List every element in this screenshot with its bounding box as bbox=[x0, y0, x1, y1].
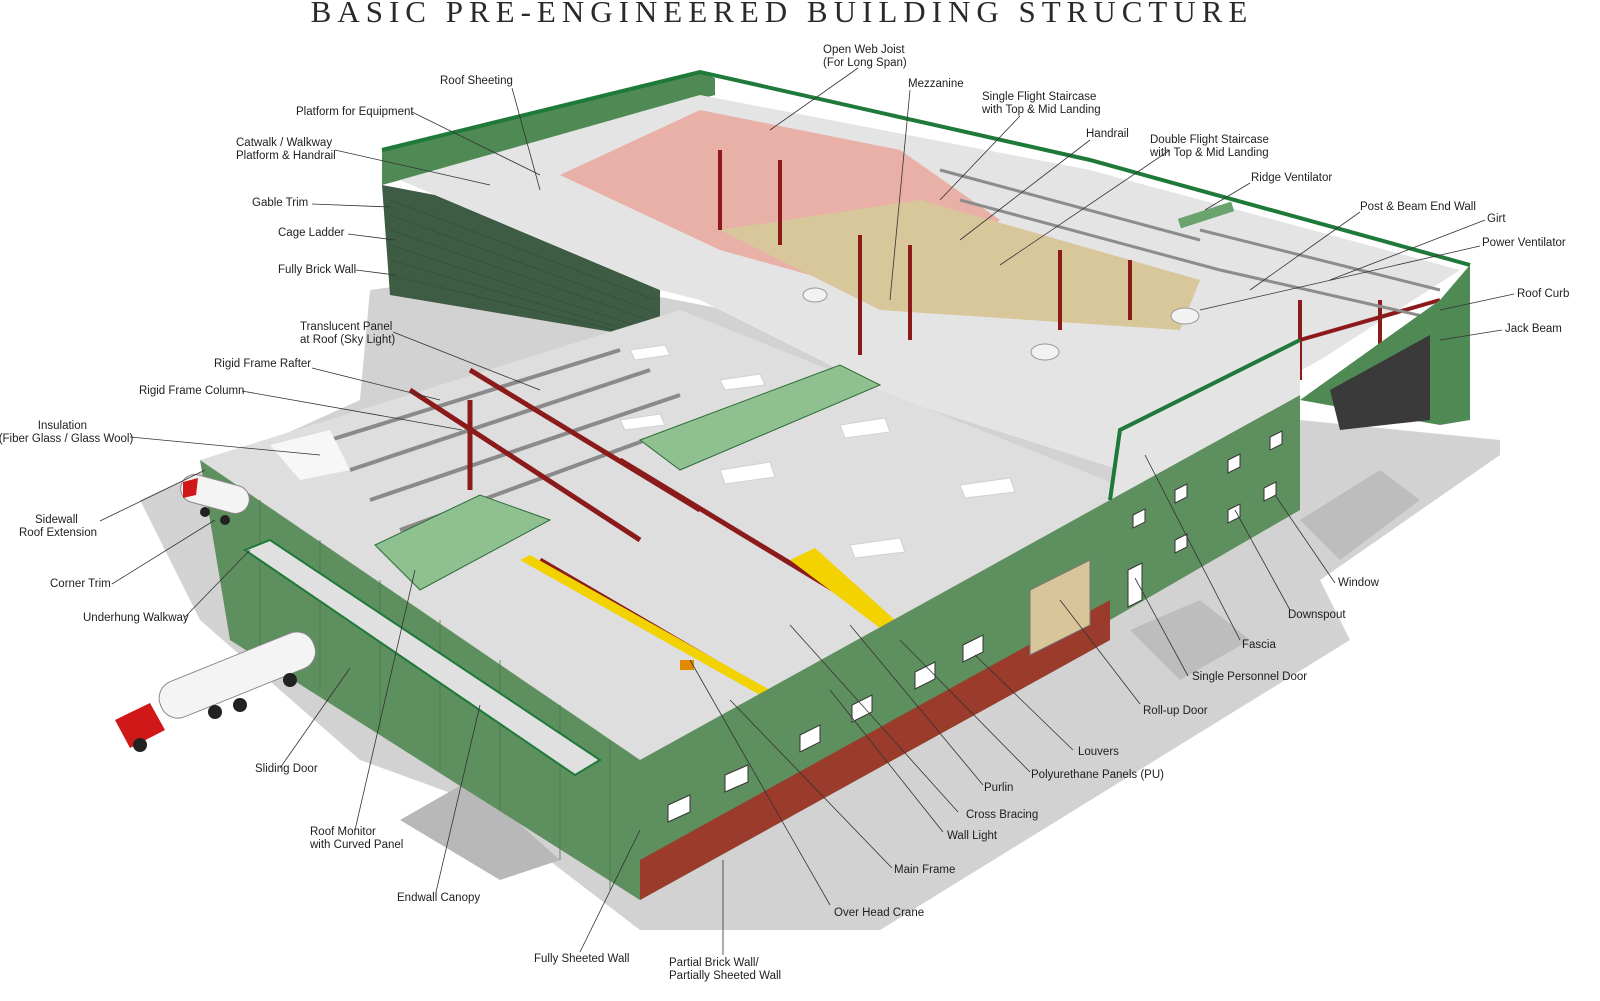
crane-runway-yellow bbox=[790, 548, 895, 628]
insulation-patch bbox=[270, 430, 350, 480]
label-jack-beam: Jack Beam bbox=[1505, 323, 1562, 335]
label-partial-brick-wall: Partial Brick Wall/ Partially Sheeted Wa… bbox=[669, 957, 781, 982]
label-over-head-crane: Over Head Crane bbox=[834, 907, 924, 919]
label-ridge-ventilator: Ridge Ventilator bbox=[1251, 172, 1332, 184]
label-purlin: Purlin bbox=[984, 782, 1013, 794]
mezzanine-deck bbox=[720, 200, 1200, 330]
labels: Open Web Joist (For Long Span) Roof Shee… bbox=[0, 44, 1569, 982]
label-double-flight-staircase: Double Flight Staircase with Top & Mid L… bbox=[1149, 134, 1272, 159]
label-roll-up-door: Roll-up Door bbox=[1143, 705, 1208, 717]
label-girt: Girt bbox=[1487, 213, 1506, 225]
label-open-web-joist: Open Web Joist (For Long Span) bbox=[823, 44, 908, 69]
label-main-frame: Main Frame bbox=[894, 864, 955, 876]
label-translucent-panel: Translucent Panel at Roof (Sky Light) bbox=[300, 321, 395, 346]
label-roof-monitor: Roof Monitor with Curved Panel bbox=[309, 826, 403, 851]
label-roof-sheeting: Roof Sheeting bbox=[440, 75, 513, 87]
brick-wall-texture bbox=[389, 199, 656, 341]
label-handrail: Handrail bbox=[1086, 128, 1129, 140]
overhead-crane-hoist bbox=[680, 660, 694, 670]
power-ventilator-1 bbox=[802, 287, 828, 303]
ramp-front bbox=[1130, 600, 1250, 680]
label-downspout: Downspout bbox=[1288, 609, 1346, 621]
office-windows bbox=[1132, 430, 1283, 554]
power-ventilator-2 bbox=[1170, 307, 1200, 325]
roof-monitor-long bbox=[638, 364, 882, 471]
label-endwall-canopy: Endwall Canopy bbox=[397, 892, 480, 904]
front-endwall-windows bbox=[667, 634, 984, 823]
label-fully-sheeted-wall: Fully Sheeted Wall bbox=[534, 953, 629, 965]
label-catwalk: Catwalk / Walkway Platform & Handrail bbox=[236, 137, 336, 162]
rear-frames bbox=[718, 150, 1441, 380]
label-platform-for-equipment: Platform for Equipment bbox=[296, 106, 414, 118]
label-post-beam-end-wall: Post & Beam End Wall bbox=[1360, 201, 1476, 213]
diagram-title: BASIC PRE-ENGINEERED BUILDING STRUCTURE bbox=[311, 0, 1254, 29]
label-louvers: Louvers bbox=[1078, 746, 1119, 758]
ramp-right bbox=[1300, 470, 1420, 560]
label-roof-curb: Roof Curb bbox=[1517, 288, 1569, 300]
ridge-ventilator-shape bbox=[1177, 201, 1235, 229]
front-building-roof bbox=[200, 310, 1130, 760]
label-sidewall-roof-extension: Sidewall Roof Extension bbox=[19, 514, 97, 539]
right-opening bbox=[1330, 335, 1430, 430]
personnel-door-shape bbox=[1127, 562, 1143, 608]
tanker-truck-front bbox=[115, 631, 316, 752]
label-cross-bracing: Cross Bracing bbox=[966, 809, 1038, 821]
rear-purlins bbox=[939, 168, 1441, 322]
skylights bbox=[619, 344, 1016, 559]
ramp-left bbox=[400, 780, 560, 880]
fully-brick-wall-face bbox=[382, 185, 660, 340]
building-illustration bbox=[115, 69, 1500, 930]
label-mezzanine: Mezzanine bbox=[908, 78, 964, 90]
label-rigid-frame-rafter: Rigid Frame Rafter bbox=[214, 358, 311, 370]
label-rigid-frame-column: Rigid Frame Column bbox=[139, 385, 244, 397]
label-cage-ladder: Cage Ladder bbox=[278, 227, 345, 239]
label-insulation: Insulation (Fiber Glass / Glass Wool) bbox=[0, 420, 133, 445]
label-fascia: Fascia bbox=[1242, 639, 1276, 651]
left-sidewall-ribs bbox=[259, 500, 611, 890]
gable-trim bbox=[381, 69, 1471, 267]
label-single-personnel-door: Single Personnel Door bbox=[1192, 671, 1307, 683]
label-gable-trim: Gable Trim bbox=[252, 197, 308, 209]
label-polyurethane-panels: Polyurethane Panels (PU) bbox=[1031, 769, 1164, 781]
crane-rail bbox=[520, 555, 770, 695]
office-block-top bbox=[1110, 340, 1300, 500]
label-fully-brick-wall: Fully Brick Wall bbox=[278, 264, 356, 276]
leader-lines bbox=[99, 67, 1515, 955]
tanker-truck-rear bbox=[180, 474, 250, 525]
power-ventilator-3 bbox=[1030, 343, 1060, 361]
label-corner-trim: Corner Trim bbox=[50, 578, 111, 590]
roll-up-door-shape bbox=[1029, 559, 1091, 656]
endwall-canopy-shape bbox=[242, 538, 602, 777]
label-underhung-walkway: Underhung Walkway bbox=[83, 612, 189, 624]
label-power-ventilator: Power Ventilator bbox=[1482, 237, 1566, 249]
rear-gable-wall bbox=[382, 72, 715, 185]
fascia-trim bbox=[1108, 338, 1301, 501]
roof-monitor-short bbox=[374, 494, 552, 591]
label-wall-light: Wall Light bbox=[947, 830, 998, 842]
label-window: Window bbox=[1338, 577, 1380, 589]
label-single-flight-staircase: Single Flight Staircase with Top & Mid L… bbox=[981, 91, 1101, 116]
label-sliding-door: Sliding Door bbox=[255, 763, 318, 775]
brick-base bbox=[640, 600, 1110, 900]
office-block-front bbox=[1110, 395, 1300, 620]
